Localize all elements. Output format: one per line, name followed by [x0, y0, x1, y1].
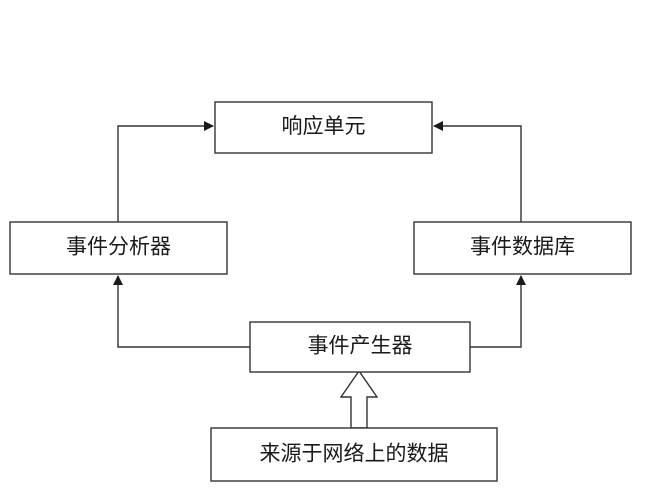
edge-database-to-response [433, 121, 522, 222]
edge-generator-to-database [470, 275, 526, 348]
node-event-analyzer-label: 事件分析器 [66, 235, 171, 259]
node-event-database-label: 事件数据库 [470, 235, 575, 259]
edge-network-to-generator [339, 369, 379, 429]
node-event-generator: 事件产生器 [249, 321, 471, 373]
edge-generator-to-analyzer [113, 275, 250, 348]
node-event-analyzer: 事件分析器 [9, 221, 228, 275]
edge-analyzer-to-response [117, 121, 214, 222]
node-event-database: 事件数据库 [413, 221, 632, 275]
node-network-data: 来源于网络上的数据 [210, 427, 498, 482]
node-response-unit: 响应单元 [214, 101, 433, 154]
node-response-unit-label: 响应单元 [282, 114, 366, 138]
node-event-generator-label: 事件产生器 [308, 334, 413, 358]
node-network-data-label: 来源于网络上的数据 [260, 442, 449, 466]
